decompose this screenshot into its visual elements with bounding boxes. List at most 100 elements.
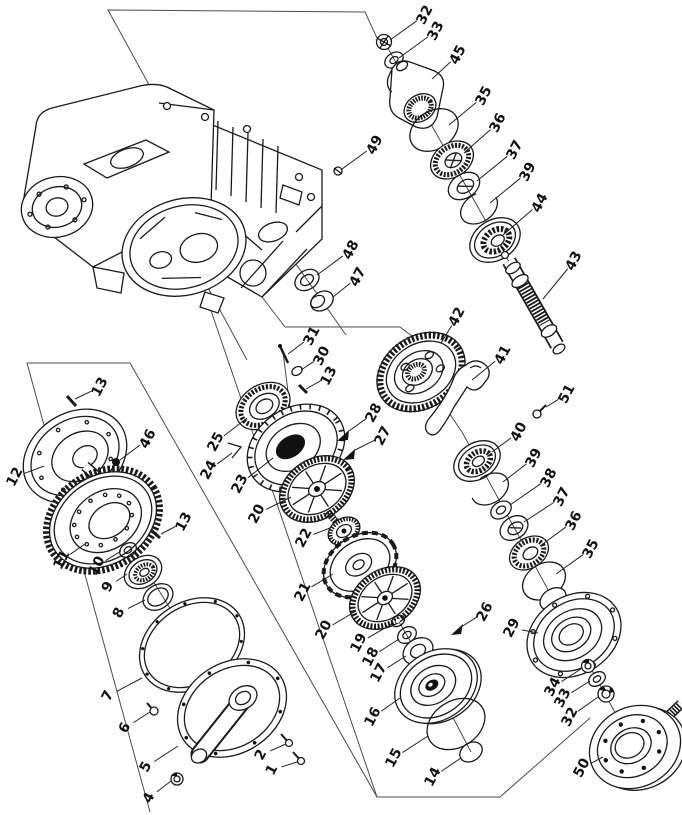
leader-line-34 — [561, 668, 582, 683]
part-8-ring — [142, 583, 174, 611]
leader-line-51 — [545, 398, 559, 408]
part-20-clutch-gear — [279, 455, 355, 523]
part-label-35: 35 — [579, 537, 602, 562]
leader-line-37 — [523, 502, 554, 523]
leader-line-43 — [542, 268, 569, 300]
part-label-42: 42 — [445, 305, 468, 330]
part-43-main-shaft — [500, 250, 566, 355]
leader-line-32 — [577, 696, 599, 712]
input-shaft-chain — [294, 33, 566, 436]
leader-line-35 — [448, 101, 477, 126]
leader-line-13 — [74, 390, 92, 400]
part-47-plug — [309, 290, 334, 312]
leader-line-10 — [105, 550, 122, 562]
leader-line-9 — [115, 573, 128, 582]
middle-parts-chain — [227, 344, 486, 763]
part-label-15: 15 — [382, 746, 405, 771]
leader-line-5 — [154, 745, 179, 762]
part-label-20: 20 — [245, 501, 268, 526]
leader-line-46 — [119, 444, 141, 461]
part-36-bearing — [429, 140, 475, 180]
part-label-2: 2 — [252, 747, 271, 763]
leader-line-38 — [509, 483, 542, 506]
leader-line-18 — [379, 638, 400, 653]
left-flange — [20, 175, 94, 239]
left-parts-chain — [22, 394, 306, 786]
part-42-counter-gear — [376, 331, 466, 413]
part-13-pin-2 — [150, 528, 161, 540]
leader-line-39 — [489, 177, 521, 204]
leader-line-47 — [332, 282, 351, 298]
part-29-flange-housing — [526, 591, 622, 679]
part-label-13: 13 — [88, 375, 111, 400]
leader-line-19 — [367, 623, 393, 639]
part-2-bolt — [284, 738, 294, 748]
part-33-washer-2 — [588, 671, 606, 687]
part-16-drum — [394, 648, 482, 725]
leader-line-48 — [316, 255, 344, 276]
leader-line-36 — [539, 526, 567, 547]
leader-line-1 — [281, 761, 298, 768]
part-label-36: 36 — [562, 509, 585, 534]
part-label-21: 21 — [291, 580, 314, 605]
part-label-46: 46 — [136, 427, 159, 452]
leader-line-33 — [571, 680, 591, 694]
part-label-13: 13 — [172, 510, 195, 535]
part-label-38: 38 — [537, 466, 560, 491]
leader-line-44 — [502, 209, 533, 236]
part-26-bolt-arrow — [451, 624, 463, 635]
leader-line-41 — [471, 360, 496, 381]
part-36-bearing-2 — [508, 535, 550, 571]
part-label-39: 39 — [516, 160, 539, 185]
part-6-bolt — [149, 706, 159, 716]
part-27-bolt-arrow — [343, 449, 355, 460]
leader-line-17 — [387, 655, 407, 669]
leader-line-15 — [402, 735, 429, 753]
part-13-pin — [65, 394, 78, 408]
part-28-bolt-arrow — [337, 430, 349, 441]
part-31-pin — [278, 345, 290, 364]
leader-line-4 — [156, 780, 172, 793]
leader-line-37 — [476, 155, 508, 182]
part-label-28: 28 — [362, 401, 385, 426]
part-48-ring — [294, 268, 320, 292]
part-label-26: 26 — [473, 600, 496, 625]
leader-line-26 — [460, 616, 477, 628]
part-24-clip — [227, 442, 243, 459]
part-label-9: 9 — [99, 579, 118, 595]
part-label-8: 8 — [110, 605, 129, 621]
part-label-4: 4 — [140, 790, 159, 806]
part-label-45: 45 — [446, 43, 469, 68]
part-label-41: 41 — [491, 343, 514, 368]
part-label-14: 14 — [421, 764, 444, 789]
part-13-pin-3 — [297, 383, 309, 395]
part-label-39: 39 — [522, 446, 545, 471]
part-label-44: 44 — [528, 190, 551, 215]
part-label-49: 49 — [363, 133, 386, 158]
leader-line-16 — [380, 697, 401, 712]
bell-opening — [121, 197, 247, 297]
part-37-ring-2 — [499, 515, 529, 541]
part-39-snap-ring-2 — [470, 472, 510, 506]
part-label-37: 37 — [550, 485, 573, 510]
leader-line-33 — [398, 36, 429, 59]
part-label-24: 24 — [197, 457, 220, 482]
part-11-ring-gear — [43, 465, 163, 575]
leader-line-28 — [348, 418, 367, 432]
leader-line-24 — [216, 452, 233, 465]
part-38-washer — [490, 500, 512, 520]
leader-line-2 — [269, 743, 287, 752]
part-1-bolt — [296, 756, 306, 766]
part-46-ball — [112, 458, 120, 466]
leader-line-32 — [389, 20, 418, 41]
output-chain — [453, 440, 682, 791]
part-label-27: 27 — [371, 424, 394, 449]
leader-line-21 — [311, 573, 334, 588]
part-label-23: 23 — [228, 472, 251, 497]
gearbox-housing — [20, 83, 323, 314]
part-50-brake-drum — [588, 700, 682, 791]
part-51-bolt — [532, 409, 542, 419]
leader-line-11 — [69, 543, 86, 555]
part-10-ring — [119, 542, 137, 558]
